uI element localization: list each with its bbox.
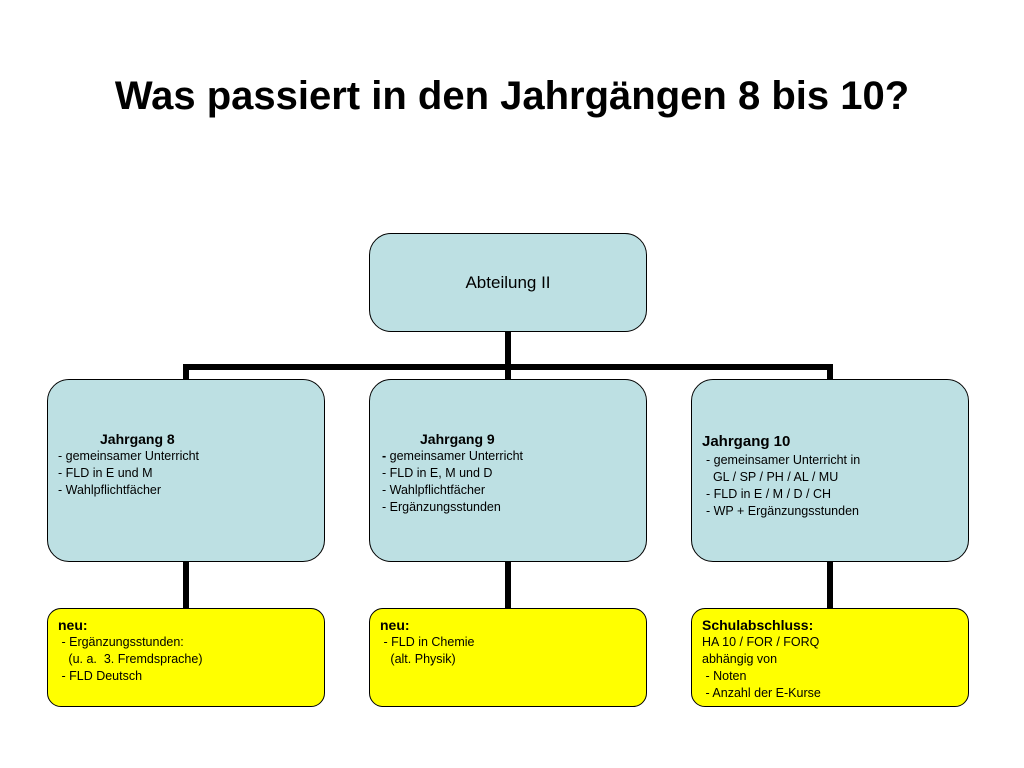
jahrgang-9-line: - Wahlpflichtfächer (382, 483, 486, 497)
jahrgang-9-heading: Jahrgang 9 (420, 431, 495, 447)
note-jahrgang-9: neu: - FLD in Chemie (alt. Physik) (369, 608, 647, 707)
node-abteilung-ii: Abteilung II (369, 233, 647, 332)
jahrgang-10-line: GL / SP / PH / AL / MU (706, 470, 839, 484)
note-jahrgang-8-line: (u. a. 3. Fremdsprache) (58, 652, 203, 666)
jahrgang-10-line: - WP + Ergänzungsstunden (706, 504, 859, 518)
node-jahrgang-8: Jahrgang 8 - gemeinsamer Unterricht - FL… (47, 379, 325, 562)
note-jahrgang-9-line: - FLD in Chemie (380, 635, 475, 649)
jahrgang-9-line: - gemeinsamer Unterricht (382, 448, 523, 465)
node-jahrgang-10: Jahrgang 10 - gemeinsamer Unterricht in … (691, 379, 969, 562)
jahrgang-10-line: - FLD in E / M / D / CH (706, 487, 832, 501)
node-abteilung-ii-label: Abteilung II (465, 273, 551, 292)
jahrgang-9-first-text: gemeinsamer Unterricht (386, 449, 524, 463)
note-jahrgang-8: neu: - Ergänzungsstunden: (u. a. 3. Frem… (47, 608, 325, 707)
jahrgang-9-line: - Ergänzungsstunden (382, 500, 501, 514)
slide-title: Was passiert in den Jahrgängen 8 bis 10? (114, 74, 910, 118)
note-jahrgang-8-heading: neu: (58, 617, 88, 633)
jahrgang-9-line: - FLD in E, M und D (382, 466, 493, 480)
note-jahrgang-10-line: abhängig von (702, 652, 778, 666)
note-jahrgang-9-line: (alt. Physik) (380, 652, 456, 666)
jahrgang-8-line: - Wahlpflichtfächer (58, 483, 162, 497)
jahrgang-8-heading: Jahrgang 8 (100, 431, 175, 447)
note-jahrgang-10: Schulabschluss: HA 10 / FOR / FORQ abhän… (691, 608, 969, 707)
note-jahrgang-10-heading: Schulabschluss: (702, 617, 814, 633)
note-jahrgang-9-heading: neu: (380, 617, 410, 633)
node-jahrgang-9: Jahrgang 9 - gemeinsamer Unterricht - FL… (369, 379, 647, 562)
note-jahrgang-10-line: - Anzahl der E-Kurse (702, 686, 821, 700)
note-jahrgang-10-line: HA 10 / FOR / FORQ (702, 635, 820, 649)
jahrgang-10-line: - gemeinsamer Unterricht in (706, 453, 861, 467)
jahrgang-8-line: - gemeinsamer Unterricht (58, 449, 200, 463)
note-jahrgang-8-line: - Ergänzungsstunden: (58, 635, 184, 649)
jahrgang-9-first-dash: - (382, 449, 387, 463)
note-jahrgang-8-line: - FLD Deutsch (58, 669, 143, 683)
note-jahrgang-10-line: - Noten (702, 669, 747, 683)
jahrgang-10-heading: Jahrgang 10 (702, 433, 791, 450)
jahrgang-8-line: - FLD in E und M (58, 466, 153, 480)
